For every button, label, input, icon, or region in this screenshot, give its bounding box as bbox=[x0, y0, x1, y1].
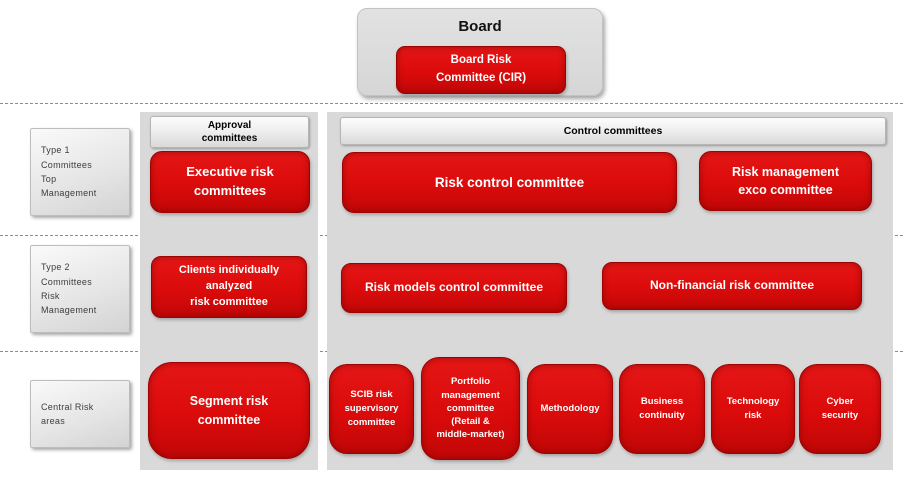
board-box: Board Board Risk Committee (CIR) bbox=[357, 8, 603, 96]
approval-committees-header: Approval committees bbox=[150, 116, 309, 148]
segment-risk-committee-box: Segment risk committee bbox=[148, 362, 310, 459]
scib-risk-supervisory-committee-box: SCIB risk supervisory committee bbox=[329, 364, 414, 454]
portfolio-management-committee-box: Portfolio management committee (Retail &… bbox=[421, 357, 520, 460]
methodology-box: Methodology bbox=[527, 364, 613, 454]
control-committees-header: Control committees bbox=[340, 117, 886, 145]
separator-line-1 bbox=[0, 103, 903, 104]
cyber-security-box: Cyber security bbox=[799, 364, 881, 454]
row-label-type1-committees: Type 1 Committees Top Management bbox=[30, 128, 130, 216]
business-continuity-box: Business continuity bbox=[619, 364, 705, 454]
executive-risk-committees-box: Executive risk committees bbox=[150, 151, 310, 213]
row-label-type2-committees: Type 2 Committees Risk Management bbox=[30, 245, 130, 333]
technology-risk-box: Technology risk bbox=[711, 364, 795, 454]
non-financial-risk-committee-box: Non-financial risk committee bbox=[602, 262, 862, 310]
risk-models-control-committee-box: Risk models control committee bbox=[341, 263, 567, 313]
clients-individually-analyzed-risk-committee-box: Clients individually analyzed risk commi… bbox=[151, 256, 307, 318]
risk-control-committee-box: Risk control committee bbox=[342, 152, 677, 213]
board-risk-committee-box: Board Risk Committee (CIR) bbox=[396, 46, 566, 94]
board-title: Board bbox=[458, 18, 502, 35]
row-label-central-risk-areas: Central Risk areas bbox=[30, 380, 130, 448]
risk-management-exco-committee-box: Risk management exco committee bbox=[699, 151, 872, 211]
